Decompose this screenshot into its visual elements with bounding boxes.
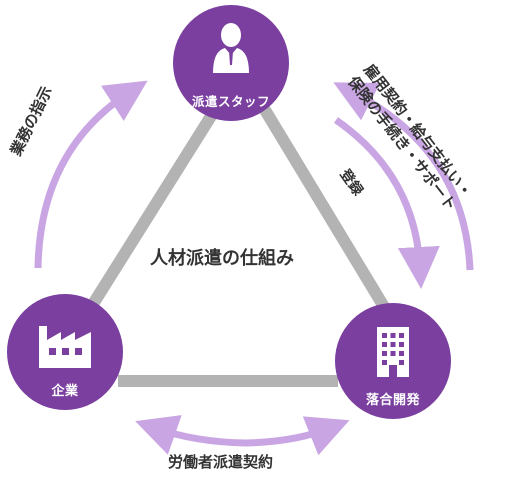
building-icon: [335, 325, 451, 377]
arrow-instruction: [34, 80, 148, 269]
arrow-registration: [333, 117, 440, 289]
label-contract: 労働者派遣契約: [168, 453, 274, 471]
node-corp-label: 企業: [51, 384, 79, 399]
arrow-contract-left: [135, 415, 246, 455]
arrow-services: [333, 82, 474, 271]
edge-staff-corp: [72, 101, 224, 332]
node-staff: 派遣スタッフ: [173, 5, 289, 121]
node-agency-label: 落合開発: [365, 393, 420, 408]
diagram-title: 人材派遣の仕組み: [150, 248, 294, 269]
edge-staff-agency: [256, 101, 404, 334]
node-corp: 企業: [7, 294, 123, 410]
arrow-contract-right: [244, 416, 350, 456]
node-staff-label: 派遣スタッフ: [191, 94, 270, 109]
factory-icon: [7, 320, 123, 368]
person-icon: [173, 21, 289, 73]
node-agency: 落合開発: [335, 303, 451, 419]
